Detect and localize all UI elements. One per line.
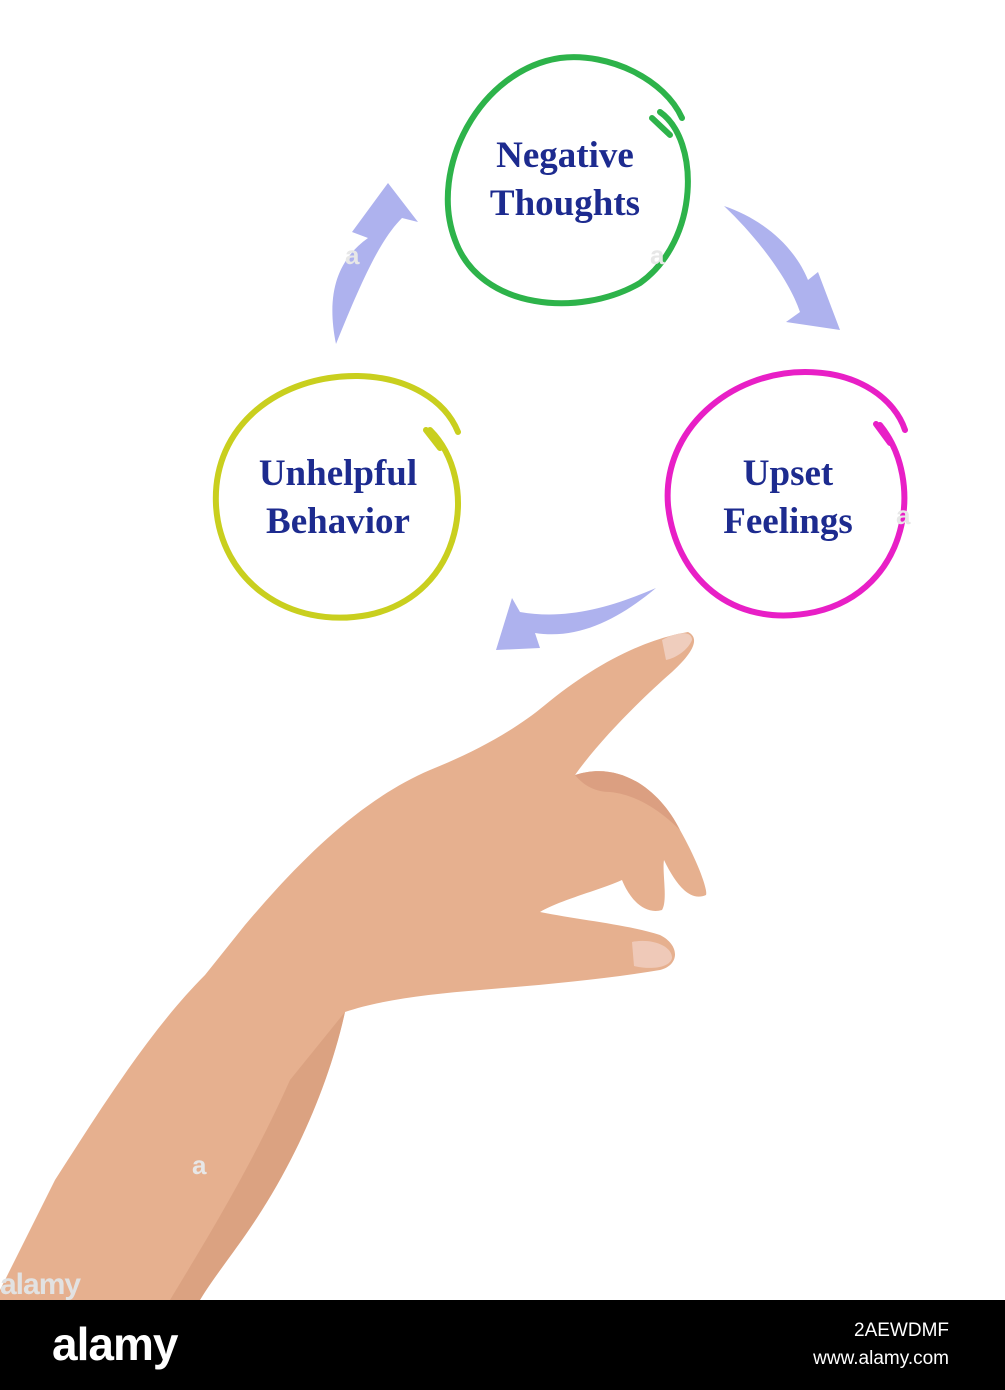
node-label-line: Behavior [266,501,410,542]
watermark-word: alamy [0,1268,81,1301]
watermark-mark: a [650,240,665,270]
watermark-mark: a [345,240,360,270]
arrow-to-upset-feelings [724,206,840,330]
hand-photo [0,632,707,1300]
node-label-unhelpful-behavior: Unhelpful Behavior [228,450,448,546]
watermark-mark: a [896,500,911,530]
node-label-line: Upset [742,453,834,494]
arrow-to-negative-thoughts [332,183,418,344]
footer-image-id: 2AEWDMF [854,1320,949,1341]
footer-site: www.alamy.com [813,1348,949,1369]
node-label-line: Unhelpful [258,453,418,494]
ring-unhelpful-behavior [212,372,461,621]
arrow-to-unhelpful-behavior [496,588,656,650]
node-label-upset-feelings: Upset Feelings [678,450,898,546]
node-label-line: Feelings [723,501,853,542]
diagram-canvas: Negative Thoughts Upset Feelings Unhelpf… [0,54,911,1301]
node-label-line: Thoughts [489,183,641,224]
ring-upset-feelings [664,368,908,619]
ring-negative-thoughts [444,54,691,307]
watermark-mark: a [192,1150,207,1180]
node-label-line: Negative [496,135,634,176]
footer-logo: alamy [52,1318,178,1370]
footer-bar: alamy 2AEWDMF www.alamy.com [0,1300,1005,1390]
node-label-negative-thoughts: Negative Thoughts [455,132,675,228]
cycle-diagram [0,54,908,1300]
